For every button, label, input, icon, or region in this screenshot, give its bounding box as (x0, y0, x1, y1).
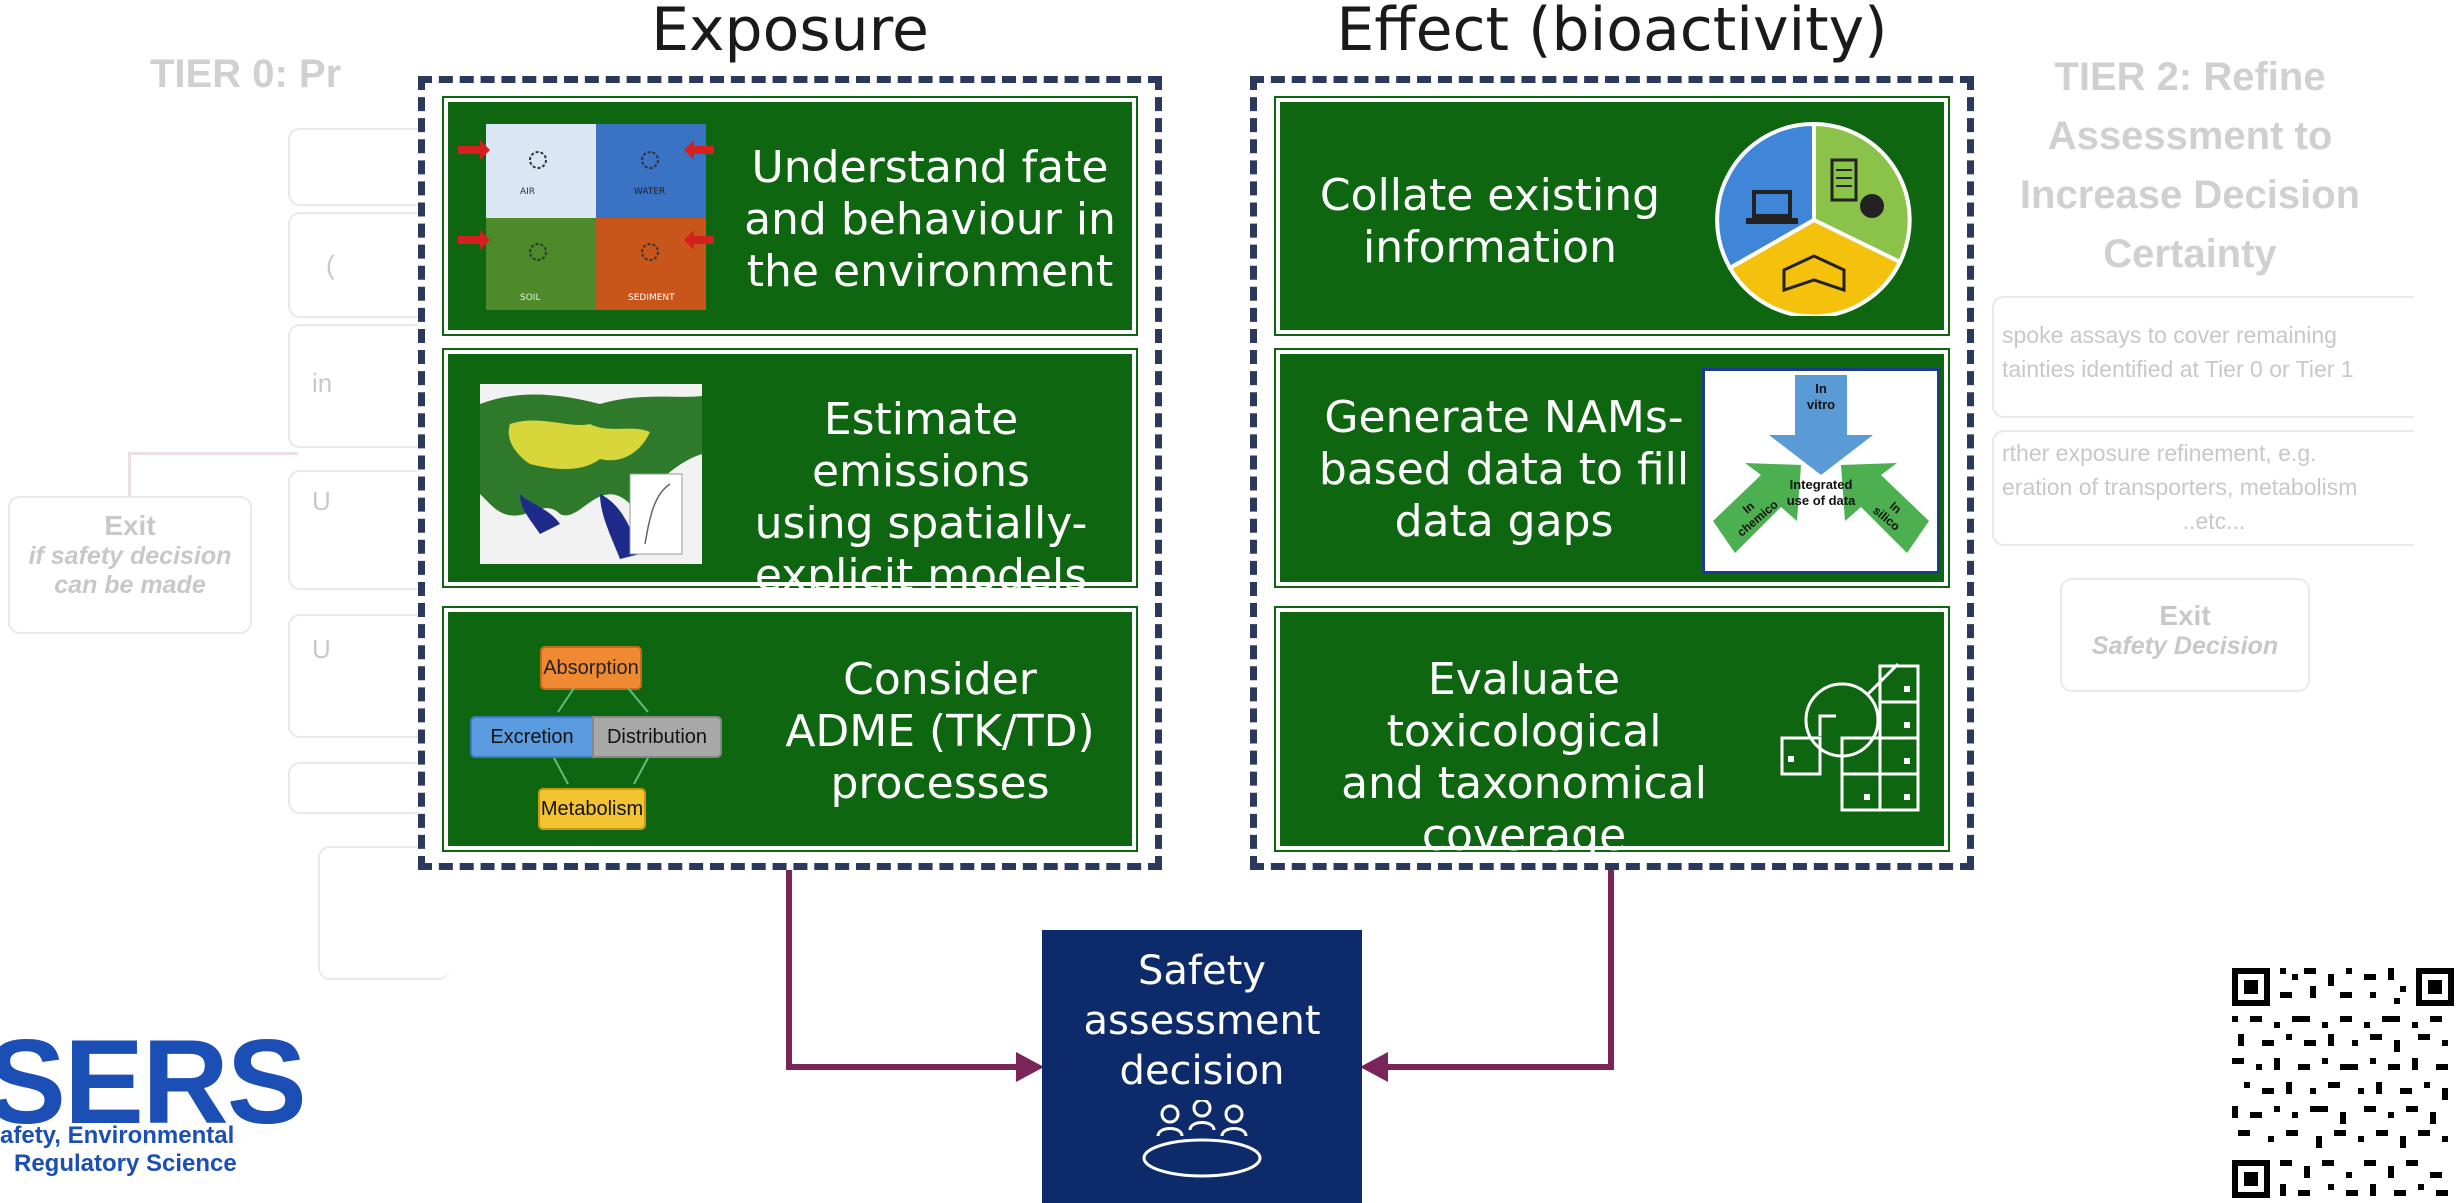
adme-metabolism: Metabolism (538, 788, 646, 830)
tier0-exit-sub: if safety decision (28, 542, 232, 570)
card-line: Understand fate (751, 142, 1109, 193)
environment-compartments-icon: AIR WATER SOIL SEDIMENT (458, 124, 714, 310)
compartment-label: SOIL (520, 293, 540, 303)
tier0-connector (128, 452, 131, 496)
effect-connector-vertical (1608, 870, 1614, 1070)
tier2-box: spoke assays to cover remaining tainties… (1992, 296, 2414, 418)
card-line: ADME (TK/TD) (785, 706, 1095, 757)
card-line: explicit models (754, 550, 1088, 601)
tier0-box-text: in (312, 368, 333, 398)
exposure-card-adme: Absorption Excretion Distribution Metabo… (442, 606, 1138, 852)
exposure-card-text: Estimate emissions using spatially- expl… (710, 394, 1132, 602)
emissions-map-icon (480, 384, 702, 564)
tier0-exit-box: Exit if safety decision can be made (8, 496, 252, 634)
card-line: and taxonomical (1341, 758, 1707, 809)
tier0-exit-sub: can be made (54, 571, 206, 599)
logo-wordmark: SERS (0, 1015, 307, 1149)
information-pie-icon (1715, 121, 1912, 316)
tier2-title-line: Increase Decision (2019, 173, 2361, 217)
card-line: Estimate emissions (812, 394, 1030, 497)
qr-code-icon (2232, 968, 2454, 1198)
tier2-exit-label: Exit (2159, 600, 2211, 631)
card-line: Generate NAMs- (1324, 392, 1684, 443)
nams-in-vitro: In vitro (1795, 381, 1847, 413)
tier0-box-text: U (312, 486, 331, 516)
adme-absorption: Absorption (540, 646, 642, 690)
nams-label: Integrated (1789, 477, 1853, 492)
tier0-exit-label: Exit (104, 510, 156, 541)
tier2-title-line: Certainty (2103, 232, 2277, 276)
adme-arrows-icon (553, 687, 649, 785)
card-line: information (1363, 222, 1617, 273)
effect-title: Effect (bioactivity) (1336, 0, 1888, 65)
coverage-magnifier-icon (1780, 662, 1920, 812)
decision-line: decision (1119, 1048, 1285, 1094)
card-line: processes (830, 758, 1050, 809)
tier0-box-text: ( (326, 250, 335, 280)
compartment-label: AIR (520, 187, 535, 197)
nams-label: In (1815, 381, 1827, 396)
qr-code[interactable] (2228, 960, 2458, 1203)
nams-arrows-icon (1713, 375, 1929, 553)
tier2-exit-sub: Safety Decision (2091, 632, 2279, 660)
exposure-connector-horizontal (786, 1064, 1032, 1070)
exposure-connector-vertical (786, 870, 792, 1070)
exposure-card-emissions: Estimate emissions using spatially- expl… (442, 348, 1138, 601)
compartment-label: SEDIMENT (628, 293, 675, 303)
meeting-people-icon (1142, 1100, 1262, 1178)
effect-card-text: Collate existing information (1300, 170, 1680, 274)
exposure-card-text: Consider ADME (TK/TD) processes (748, 654, 1132, 810)
arrow-left-icon (1360, 1052, 1388, 1082)
tier2-title-line: Assessment to (2047, 114, 2333, 158)
nams-label: vitro (1806, 397, 1836, 412)
adme-distribution: Distribution (592, 716, 722, 758)
effect-card-text: Evaluate toxicological and taxonomical c… (1284, 654, 1764, 862)
card-line: data gaps (1394, 496, 1614, 547)
tier0-box-text: U (312, 634, 331, 664)
tier2-box-text: eration of transporters, metabolism (2002, 474, 2358, 500)
nams-integrated: Integrated use of data (1771, 477, 1871, 509)
effect-connector-horizontal (1382, 1064, 1614, 1070)
card-line: using spatially- (754, 498, 1088, 549)
nams-diagram: In vitro Integrated use of data In chemi… (1702, 368, 1940, 574)
tier2-exit-box: Exit Safety Decision (2060, 578, 2310, 692)
card-line: based data to fill (1318, 444, 1690, 495)
compartment-label: WATER (634, 187, 665, 197)
logo-tagline: Regulatory Science (14, 1150, 237, 1177)
card-line: Consider (843, 654, 1037, 705)
effect-card-nams: Generate NAMs- based data to fill data g… (1274, 348, 1950, 588)
arrow-right-icon (1016, 1052, 1044, 1082)
sers-logo: SERS afety, Environmental Regulatory Sci… (0, 1022, 307, 1182)
card-line: the environment (746, 246, 1114, 297)
exposure-title: Exposure (651, 0, 929, 65)
decision-line: assessment (1083, 998, 1321, 1044)
exposure-card-fate: AIR WATER SOIL SEDIMENT Understand fate … (442, 96, 1138, 336)
card-line: Collate existing (1319, 170, 1661, 221)
card-line: coverage (1421, 810, 1627, 861)
tier2-title: TIER 2: Refine Assessment to Increase De… (1980, 48, 2400, 284)
adme-excretion: Excretion (470, 716, 594, 758)
tier2-box-text: rther exposure refinement, e.g. (2002, 440, 2317, 466)
effect-card-text: Generate NAMs- based data to fill data g… (1294, 392, 1714, 548)
tier2-box: rther exposure refinement, e.g. eration … (1992, 430, 2414, 546)
exposure-card-text: Understand fate and behaviour in the env… (730, 142, 1130, 298)
safety-decision-box: Safety assessment decision (1042, 930, 1362, 1203)
effect-card-evaluate: Evaluate toxicological and taxonomical c… (1274, 606, 1950, 861)
nams-label: use of data (1786, 493, 1856, 508)
tier0-title: TIER 0: Pr (150, 52, 342, 96)
logo-tagline: afety, Environmental (0, 1122, 235, 1149)
tier2-box-text: spoke assays to cover remaining (2002, 322, 2337, 348)
tier2-title-line: TIER 2: Refine (2054, 55, 2326, 99)
tier2-box-text: ..etc... (2182, 508, 2246, 534)
tier0-connector (128, 452, 298, 455)
card-line: and behaviour in (744, 194, 1116, 245)
tier2-box-text: tainties identified at Tier 0 or Tier 1 (2002, 356, 2354, 382)
decision-line: Safety (1138, 948, 1266, 994)
effect-card-collate: Collate existing information (1274, 96, 1950, 336)
card-line: Evaluate toxicological (1386, 654, 1662, 757)
